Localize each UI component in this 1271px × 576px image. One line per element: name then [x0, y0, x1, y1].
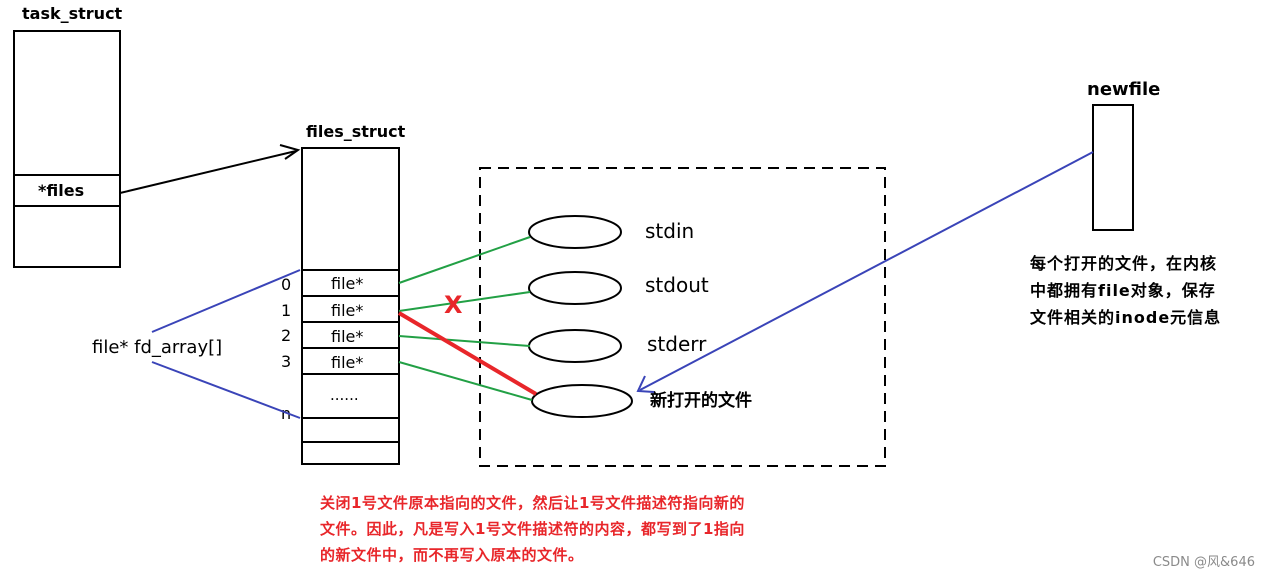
- fd2-to-stderr-line: [398, 335, 531, 347]
- fd-array-bracket-bottom: [151, 361, 301, 419]
- fd-index: 0: [281, 275, 291, 294]
- fd-index: 1: [281, 301, 291, 320]
- newfile-box: [1092, 104, 1134, 231]
- fd1-redirect-line: [397, 311, 538, 396]
- fd-index: 2: [281, 326, 291, 345]
- new-file-label: 新打开的文件: [650, 390, 752, 411]
- note-line: 中都拥有file对象，保存: [1030, 281, 1216, 300]
- note-line: 每个打开的文件，在内核: [1030, 254, 1218, 273]
- fd0-to-stdin-line: [398, 236, 531, 284]
- stdin-file-node: [528, 215, 622, 249]
- note-line: 关闭1号文件原本指向的文件，然后让1号文件描述符指向新的: [320, 494, 745, 512]
- note-line: 文件相关的inode元信息: [1030, 308, 1222, 327]
- fd1-to-stdout-line: [398, 291, 531, 312]
- watermark: CSDN @风&646: [1152, 555, 1255, 570]
- fd-row-label: file*: [331, 274, 363, 293]
- fd-row-label: file*: [331, 301, 363, 320]
- newfile-link-arrowhead: [636, 375, 655, 393]
- files-struct-box: [301, 147, 400, 465]
- stderr-file-node: [528, 329, 622, 363]
- files-pointer-arrowhead: [279, 144, 301, 160]
- newfile-title: newfile: [1087, 79, 1160, 100]
- stdin-label: stdin: [645, 219, 694, 243]
- fd-index: 3: [281, 352, 291, 371]
- files-field-label: *files: [38, 181, 84, 200]
- fd-ellipsis: ......: [330, 386, 359, 404]
- open-files-area: [479, 167, 886, 467]
- files-pointer-arrow: [119, 150, 297, 194]
- newfile-link-arrow: [639, 151, 1094, 391]
- fd-array-bracket-top: [151, 269, 301, 333]
- fd3-to-newfile-line: [398, 361, 533, 401]
- redirect-explanation-note: 关闭1号文件原本指向的文件，然后让1号文件描述符指向新的文件。因此，凡是写入1号…: [320, 490, 745, 568]
- files-struct-title: files_struct: [306, 122, 406, 141]
- note-line: 的新文件中，而不再写入原本的文件。: [320, 546, 584, 564]
- fd-row-label: file*: [331, 353, 363, 372]
- stderr-label: stderr: [647, 332, 707, 356]
- task-struct-box: [13, 30, 121, 268]
- task-struct-title: task_struct: [22, 4, 123, 23]
- stdout-file-node: [528, 271, 622, 305]
- file-object-note: 每个打开的文件，在内核中都拥有file对象，保存文件相关的inode元信息: [1030, 250, 1221, 331]
- stdout-label: stdout: [645, 273, 709, 297]
- fd-array-label: file* fd_array[]: [92, 337, 222, 358]
- note-line: 文件。因此，凡是写入1号文件描述符的内容，都写到了1指向: [320, 520, 745, 538]
- new-file-node: [531, 384, 633, 418]
- fd-row-label: file*: [331, 327, 363, 346]
- removed-link-mark: X: [444, 291, 463, 319]
